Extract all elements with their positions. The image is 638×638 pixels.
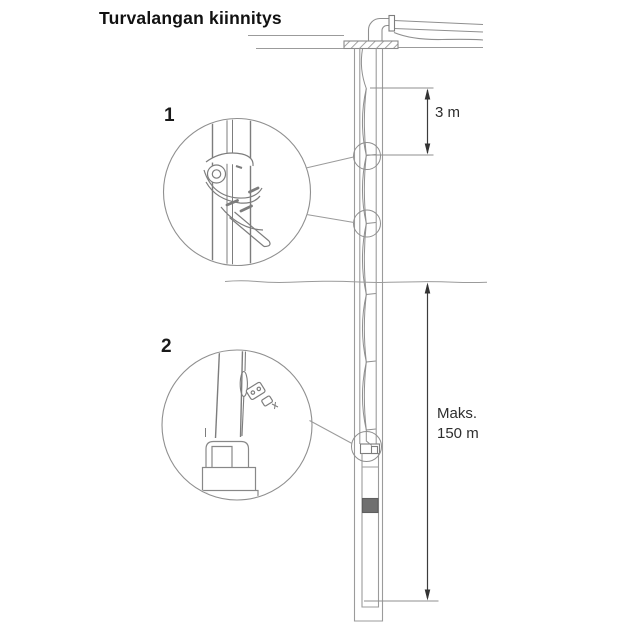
borehole-and-pump: [353, 48, 384, 622]
detail-2-label: 2: [161, 336, 172, 357]
wire-tie: [366, 222, 376, 224]
elbow-pipe: [367, 17, 389, 41]
detail-1-circle: [162, 117, 312, 267]
max-depth-line2: 150 m: [437, 425, 479, 442]
wire-tie: [366, 360, 376, 363]
attachment-circle-lower: [353, 209, 381, 238]
wellhead-assembly: [343, 14, 484, 50]
detail-2-content: [199, 351, 279, 499]
discharge-pipe: [393, 19, 484, 26]
arrowhead-up: [424, 282, 431, 294]
cable-on-ground: [393, 31, 484, 41]
attachment-circle-pump: [351, 431, 382, 462]
leader-line: [309, 420, 353, 444]
ground-surface-lines: [248, 34, 483, 50]
dimension-max-depth: [364, 282, 439, 602]
detail-2-circle: [161, 349, 313, 501]
leader-line: [305, 156, 354, 169]
borehole-casing: [353, 48, 384, 622]
detail-1-label: 1: [164, 105, 175, 126]
detail-callout-2: [161, 349, 353, 501]
detail-callout-1: [162, 117, 355, 267]
arrowhead-up: [424, 88, 431, 100]
well-cover-flange: [343, 40, 399, 50]
dimension-3m: [367, 87, 434, 156]
water-level-line: [224, 280, 488, 284]
detail-1-content: [203, 119, 271, 265]
attachment-marker-circles: [351, 142, 382, 462]
arrowhead-down: [424, 143, 431, 155]
pipe-coupling: [388, 14, 396, 32]
dimension-3m-label: 3 m: [435, 104, 461, 121]
wire-tie: [366, 428, 376, 431]
pump-intake-band: [361, 497, 379, 514]
wire-tie: [366, 293, 376, 295]
arrowhead-down: [424, 589, 431, 601]
wire-eyelet: [370, 445, 379, 455]
page-title: Turvalangan kiinnitys: [99, 8, 282, 28]
leader-line: [306, 214, 355, 223]
dimension-max-depth-label: Maks. 150 m: [437, 404, 479, 444]
pump-body: [361, 453, 380, 608]
safety-wire: [360, 48, 376, 446]
attachment-circle-upper: [353, 142, 381, 170]
max-depth-line1: Maks.: [437, 405, 478, 422]
